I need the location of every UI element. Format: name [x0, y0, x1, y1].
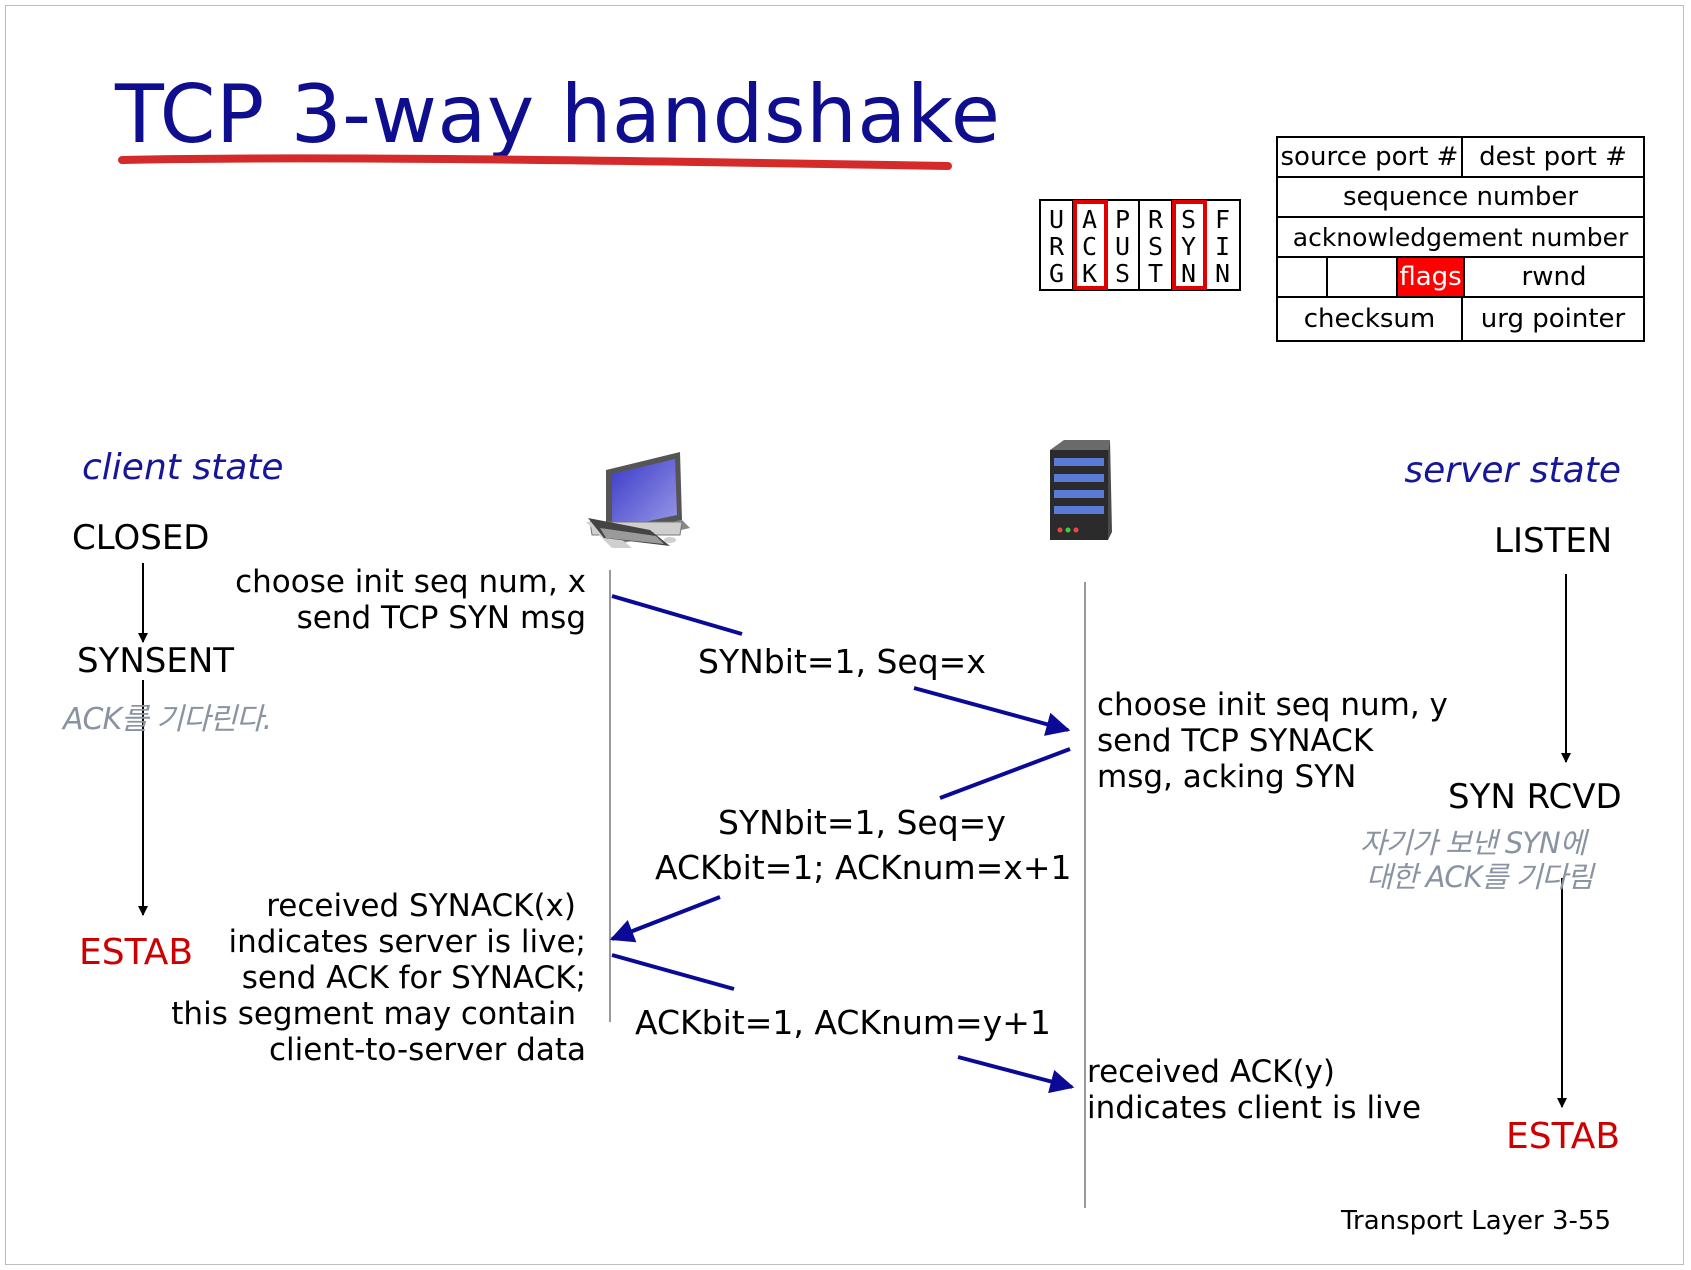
server-step4-text: received ACK(y) indicates client is live: [1087, 1054, 1421, 1126]
client-state-label: client state: [82, 447, 284, 488]
checksum-cell: checksum: [1303, 304, 1436, 334]
flag-ack-letters: ACK: [1075, 204, 1104, 286]
client-step1-line2: send TCP SYN msg: [296, 600, 586, 636]
tcp-header-table: source port # dest port # sequence numbe…: [1276, 136, 1645, 342]
header-row-ack: acknowledgement number: [1278, 218, 1643, 258]
flag-urg: URG: [1041, 201, 1074, 289]
synack-arrow: [609, 747, 1071, 943]
server-state-syn-rcvd: SYN RCVD: [1448, 777, 1622, 817]
synack-message-line1: SYNbit=1, Seq=y: [718, 803, 1006, 842]
rwnd-cell: rwnd: [1463, 258, 1643, 296]
client-step3-line5: client-to-server data: [268, 1032, 586, 1068]
flags-cell: flags: [1396, 258, 1463, 296]
header-row-checksum: checksum urg pointer: [1278, 298, 1643, 340]
server-step2-text: choose init seq num, y send TCP SYNACK m…: [1097, 687, 1448, 795]
client-state-synsent: SYNSENT: [77, 641, 235, 681]
server-step2-line3: msg, acking SYN: [1097, 759, 1357, 795]
server-step4-line1: received ACK(y): [1087, 1054, 1335, 1090]
syn-rcvd-handwritten-note: 자기가 보낸 SYN에 대한 ACK를 기다림: [1360, 826, 1594, 894]
ack-message-label: ACKbit=1, ACKnum=y+1: [635, 1003, 1051, 1042]
syn-arrow: [611, 594, 1071, 736]
syn-rcvd-note-line2: 대한 ACK를 기다림: [1366, 860, 1594, 894]
flag-psh-letters: PUS: [1108, 204, 1137, 286]
slide-title: TCP 3-way handshake: [115, 68, 1001, 161]
header-len-cell: [1278, 258, 1326, 296]
flag-psh: PUS: [1107, 201, 1140, 289]
server-state-label: server state: [1404, 450, 1621, 491]
client-computer-icon: [586, 452, 690, 548]
ack-number-cell: acknowledgement number: [1292, 222, 1629, 252]
tcp-flag-bits: URG ACK PUS RST SYN FIN: [1039, 199, 1241, 291]
unused-cell: [1326, 258, 1396, 296]
server-state-listen: LISTEN: [1494, 521, 1613, 561]
client-step3-line3: send ACK for SYNACK;: [241, 960, 586, 996]
client-step3-line4: this segment may contain: [171, 996, 576, 1032]
server-state-estab: ESTAB: [1506, 1116, 1621, 1157]
syn-rcvd-note-line1: 자기가 보낸 SYN에: [1360, 826, 1586, 860]
server-tower-icon: [1050, 440, 1112, 540]
flag-urg-letters: URG: [1042, 204, 1071, 286]
slide-frame: [5, 5, 1684, 1265]
header-row-flags: flags rwnd: [1278, 258, 1643, 298]
client-step1-text: choose init seq num, x send TCP SYN msg: [235, 564, 586, 636]
flag-rst-letters: RST: [1141, 204, 1170, 286]
client-step3-text: received SYNACK(x) indicates server is l…: [171, 888, 586, 1068]
server-step4-line2: indicates client is live: [1087, 1090, 1422, 1126]
dest-port-cell: dest port #: [1461, 138, 1643, 176]
ack-arrow: [611, 953, 1075, 1094]
source-port-cell: source port #: [1280, 142, 1459, 172]
client-step3-line1: received SYNACK(x): [266, 888, 576, 924]
server-step2-line1: choose init seq num, y: [1097, 687, 1448, 723]
header-row-seq: sequence number: [1278, 178, 1643, 218]
synack-message-line2: ACKbit=1; ACKnum=x+1: [655, 848, 1072, 887]
client-state-estab: ESTAB: [79, 932, 194, 973]
synsent-handwritten-note: ACK를 기다린다.: [63, 702, 272, 737]
urg-pointer-cell: urg pointer: [1461, 298, 1643, 340]
syn-message-label: SYNbit=1, Seq=x: [698, 642, 986, 681]
client-state-closed: CLOSED: [72, 518, 210, 558]
flag-ack: ACK: [1073, 200, 1108, 290]
client-step1-line1: choose init seq num, x: [235, 564, 586, 600]
flag-syn-letters: SYN: [1174, 204, 1203, 286]
server-step2-line2: send TCP SYNACK: [1097, 723, 1374, 759]
flag-rst: RST: [1140, 201, 1173, 289]
header-row-ports: source port # dest port #: [1278, 138, 1643, 178]
title-underline: [118, 154, 952, 170]
sequence-number-cell: sequence number: [1342, 182, 1579, 212]
slide-footer: Transport Layer 3-55: [1340, 1206, 1611, 1236]
flag-syn: SYN: [1172, 200, 1207, 290]
flag-fin-letters: FIN: [1208, 204, 1237, 286]
client-step3-line2: indicates server is live;: [228, 924, 586, 960]
flag-fin: FIN: [1206, 201, 1239, 289]
